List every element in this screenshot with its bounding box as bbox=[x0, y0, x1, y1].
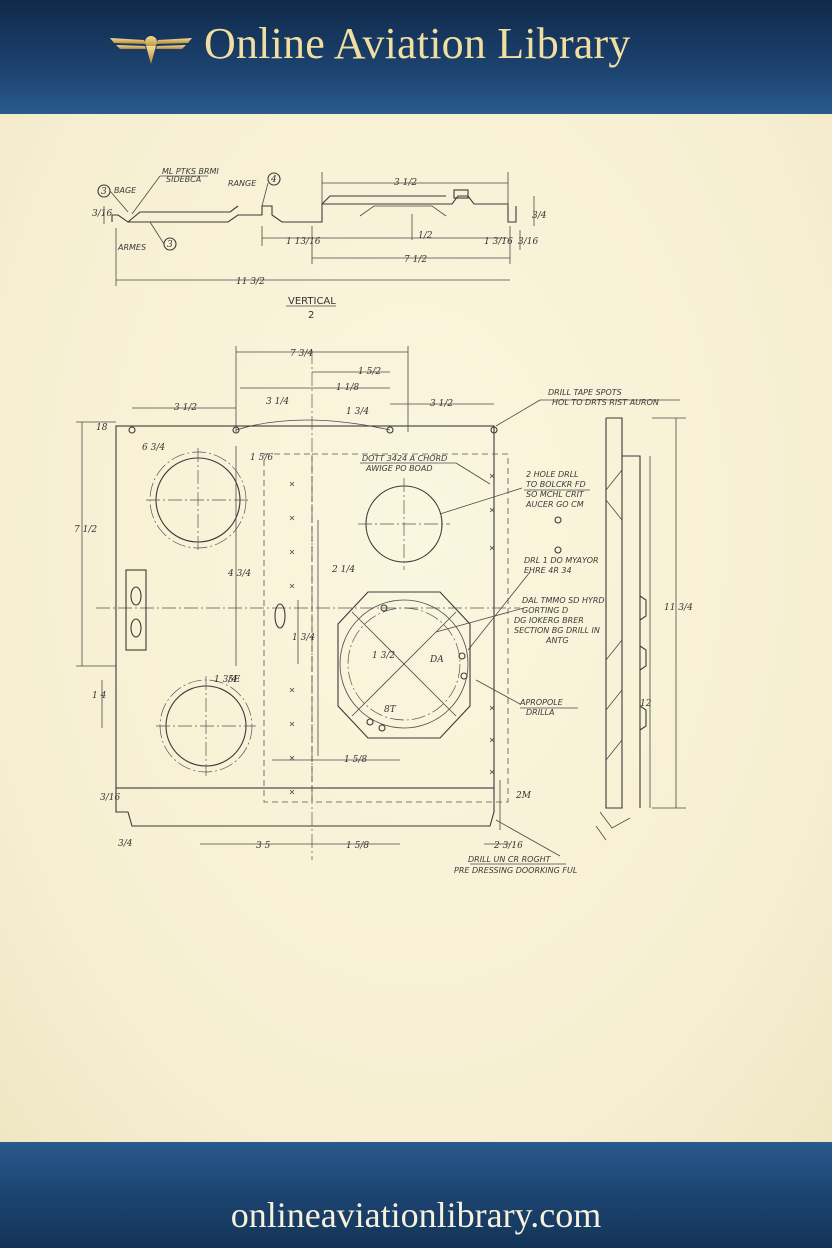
dimension-label: 3/16 bbox=[518, 237, 538, 247]
dimension-label: 4 3/4 bbox=[227, 569, 251, 579]
drawing-note: DRILL UN CR ROGHT bbox=[468, 855, 552, 864]
dimension-label: 3 1/2 bbox=[394, 178, 417, 188]
dimension-label: 2 1/4 bbox=[331, 565, 355, 575]
dimension-label: 6 3/4 bbox=[142, 443, 165, 453]
drawing-note: SO MCHL CRIT bbox=[526, 490, 585, 499]
winged-emblem-icon bbox=[110, 36, 192, 64]
dimension-label: 3 1/4 bbox=[266, 397, 289, 407]
dimension-label: 2 3/16 bbox=[493, 841, 523, 851]
drawing-note: 2 HOLE DRLL bbox=[526, 470, 579, 479]
drawing-note: APROPOLE bbox=[519, 698, 564, 707]
misc-label: DA bbox=[429, 655, 444, 665]
site-title: Online Aviation Library bbox=[204, 19, 631, 68]
dimension-label: 11 3/4 bbox=[664, 603, 693, 613]
dimension-label: 3/16 bbox=[100, 793, 120, 803]
drawing-note: DRL 1 DO MYAYOR bbox=[524, 556, 599, 565]
site-footer: onlineaviationlibrary.com bbox=[0, 1142, 832, 1248]
dimension-label: 1 5/2 bbox=[358, 367, 381, 377]
technical-drawing: 3 4 3 ML PTKS BRMI SIDEBCA BAGE RANGE AR… bbox=[74, 167, 693, 875]
callout-number: 3 bbox=[167, 240, 173, 250]
drawing-note: DOTT 3424 A CHORD bbox=[362, 454, 447, 463]
dimension-label: 3 1/2 bbox=[430, 399, 453, 409]
drawing-note: PRE DRESSING DOORKING FUL bbox=[454, 866, 577, 875]
dimension-label: 7 1/2 bbox=[74, 525, 97, 535]
drawing-note: ML PTKS BRMI bbox=[162, 167, 219, 176]
misc-label: 8T bbox=[384, 705, 397, 715]
drawing-note: EHRE 4R 34 bbox=[524, 566, 572, 575]
dimension-label: 3/4 bbox=[532, 211, 547, 221]
dimension-label: 1 5/6 bbox=[250, 453, 273, 463]
side-view: 11 3/4 12 bbox=[595, 417, 693, 841]
drawing-note: BAGE bbox=[114, 186, 137, 195]
drawing-note: TO BOLCKR FD bbox=[526, 480, 586, 489]
site-header: Online Aviation Library bbox=[0, 0, 832, 114]
dimension-label: 1 5/8 bbox=[344, 755, 367, 765]
dimension-label: 1 5/8 bbox=[346, 841, 369, 851]
misc-label: 2M bbox=[515, 791, 532, 801]
dimension-label: 1 13/16 bbox=[286, 237, 321, 247]
misc-label: 18 bbox=[96, 423, 108, 433]
drawing-note: RANGE bbox=[228, 179, 257, 188]
drawing-note: GORTING D bbox=[522, 606, 568, 615]
view-number: 2 bbox=[308, 310, 314, 321]
dimension-label: 3 5 bbox=[256, 841, 271, 851]
drawing-note: ARMES bbox=[117, 243, 146, 252]
drawing-note: ANTG bbox=[545, 636, 569, 645]
callout-number: 4 bbox=[270, 175, 277, 185]
dimension-label: 1 3/4 bbox=[292, 633, 315, 643]
drawing-note: DRILLA bbox=[526, 708, 554, 717]
technical-drawing-sheet: 3 4 3 ML PTKS BRMI SIDEBCA BAGE RANGE AR… bbox=[0, 114, 832, 1142]
drawing-note: AUCER GO CM bbox=[525, 500, 584, 509]
drawing-note: DAL TMMO SD HYRD bbox=[522, 596, 605, 605]
dimension-label: 7 1/2 bbox=[404, 255, 427, 265]
dimension-label: 1 1/8 bbox=[336, 383, 359, 393]
dimension-label: 1 3/2 bbox=[372, 651, 395, 661]
notes-right: DRILL TAPE SPOTS HOL TO DRTS RIST AURON … bbox=[514, 388, 680, 717]
section-view: 3 4 3 ML PTKS BRMI SIDEBCA BAGE RANGE AR… bbox=[92, 167, 547, 287]
site-url-link[interactable]: onlineaviationlibrary.com bbox=[230, 1195, 602, 1235]
dimension-label: 12 bbox=[640, 699, 652, 709]
dimension-label: 3 1/2 bbox=[174, 403, 197, 413]
dimension-label: 3/4 bbox=[118, 839, 133, 849]
dimension-label: 3/16 bbox=[92, 209, 112, 219]
drawing-note: AWIGE PO BOAD bbox=[365, 464, 432, 473]
drawing-note: SECTION BG DRILL IN bbox=[514, 626, 600, 635]
drawing-note: SIDEBCA bbox=[166, 175, 201, 184]
drawing-note: DRILL TAPE SPOTS bbox=[548, 388, 622, 397]
dimension-label: 1 3/4 bbox=[346, 407, 369, 417]
view-label: VERTICAL bbox=[288, 296, 336, 307]
callout-number: 3 bbox=[101, 187, 107, 197]
dimension-label: 11 3/2 bbox=[236, 277, 265, 287]
dimension-label: 1 3/16 bbox=[484, 237, 513, 247]
misc-label: 5E bbox=[228, 675, 241, 685]
plan-view: 7 3/4 1 5/2 1 1/8 3 1/2 3 1/2 3 1/4 1 3/… bbox=[74, 346, 561, 860]
drawing-note: DG IOKERG BRER bbox=[514, 616, 584, 625]
dimension-label: 1 4 bbox=[92, 691, 107, 701]
dimension-label: 7 3/4 bbox=[290, 349, 313, 359]
dimension-label: 1/2 bbox=[418, 231, 433, 241]
dimension-label: 1 3/4 bbox=[214, 675, 237, 685]
drawing-note: HOL TO DRTS RIST AURON bbox=[552, 398, 659, 407]
